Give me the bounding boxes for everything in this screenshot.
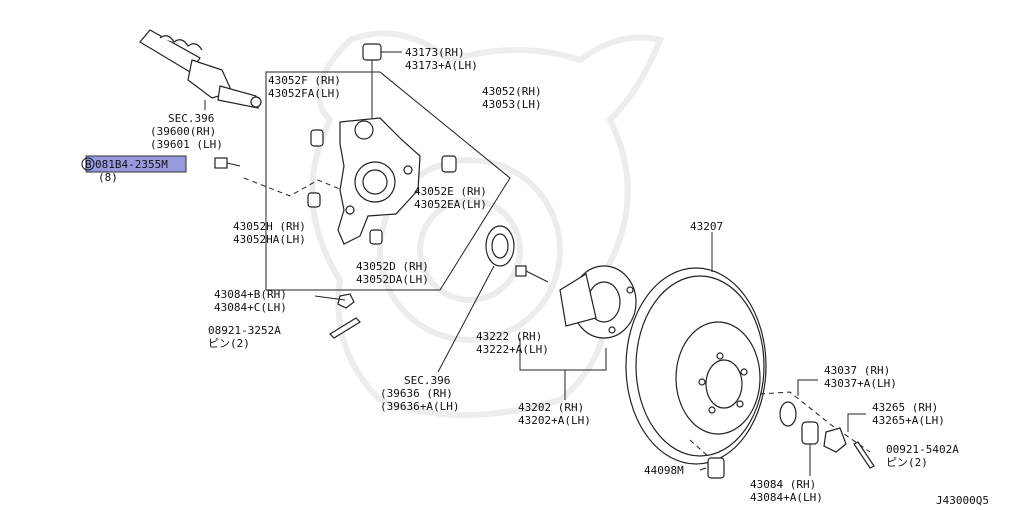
callout-43052f: 43052F (RH) 43052FA(LH) bbox=[268, 74, 341, 100]
cap-icon bbox=[362, 43, 402, 118]
callout-44098m: 44098M bbox=[644, 464, 684, 477]
dashed-guide bbox=[689, 439, 711, 459]
svg-text:43052EA(LH): 43052EA(LH) bbox=[414, 198, 487, 211]
nut-icon bbox=[337, 293, 355, 309]
svg-text:43037+A(LH): 43037+A(LH) bbox=[824, 377, 897, 390]
brake-rotor-icon bbox=[625, 267, 767, 465]
leader-line bbox=[314, 295, 346, 301]
svg-text:43222 (RH): 43222 (RH) bbox=[476, 330, 542, 343]
diagram-code: J43000Q5 bbox=[936, 494, 989, 507]
callout-08921: 08921-3252A ピン(2) bbox=[208, 324, 281, 350]
dashed-guide bbox=[243, 177, 343, 197]
cotter-pin-icon bbox=[329, 317, 361, 339]
knuckle-group-outline bbox=[265, 71, 511, 291]
svg-text:43084+B(RH): 43084+B(RH) bbox=[214, 288, 287, 301]
svg-text:43052HA(LH): 43052HA(LH) bbox=[233, 233, 306, 246]
svg-text:43173+A(LH): 43173+A(LH) bbox=[405, 59, 478, 72]
callout-sec396-b: SEC.396 (39636 (RH) (39636+A(LH) bbox=[380, 374, 459, 413]
hub-bearing-icon bbox=[559, 265, 637, 339]
svg-text:(8): (8) bbox=[98, 171, 118, 184]
svg-text:43084+C(LH): 43084+C(LH) bbox=[214, 301, 287, 314]
svg-text:43202+A(LH): 43202+A(LH) bbox=[518, 414, 591, 427]
callout-43052d: 43052D (RH) 43052DA(LH) bbox=[356, 260, 429, 286]
svg-text:43084+A(LH): 43084+A(LH) bbox=[750, 491, 823, 504]
leader-line bbox=[699, 467, 707, 471]
svg-text:44098M: 44098M bbox=[644, 464, 684, 477]
callout-43052: 43052(RH) 43053(LH) bbox=[482, 85, 542, 111]
callout-43173: 43173(RH) 43173+A(LH) bbox=[405, 46, 478, 72]
svg-text:43053(LH): 43053(LH) bbox=[482, 98, 542, 111]
svg-text:43265+A(LH): 43265+A(LH) bbox=[872, 414, 945, 427]
callout-43202: 43202 (RH) 43202+A(LH) bbox=[518, 401, 591, 427]
bracket-line bbox=[519, 338, 607, 371]
svg-text:43173(RH): 43173(RH) bbox=[405, 46, 465, 59]
svg-text:43052D (RH): 43052D (RH) bbox=[356, 260, 429, 273]
callout-43207: 43207 bbox=[690, 220, 723, 233]
callout-43222: 43222 (RH) 43222+A(LH) bbox=[476, 330, 549, 356]
svg-text:ピン(2): ピン(2) bbox=[886, 456, 928, 469]
svg-text:08921-3252A: 08921-3252A bbox=[208, 324, 281, 337]
callout-sec396-a: SEC.396 (39600(RH) (39601 (LH) bbox=[150, 112, 223, 151]
leader-line bbox=[847, 413, 866, 432]
svg-text:43084 (RH): 43084 (RH) bbox=[750, 478, 816, 491]
callout-00921: 00921-5402A ピン(2) bbox=[886, 443, 959, 469]
svg-text:43052E (RH): 43052E (RH) bbox=[414, 185, 487, 198]
callout-43052e: 43052E (RH) 43052EA(LH) bbox=[414, 185, 487, 211]
svg-text:ピン(2): ピン(2) bbox=[208, 337, 250, 350]
bolt-icon bbox=[214, 157, 241, 169]
svg-text:43202 (RH): 43202 (RH) bbox=[518, 401, 584, 414]
callout-43037: 43037 (RH) 43037+A(LH) bbox=[824, 364, 897, 390]
svg-text:43052H (RH): 43052H (RH) bbox=[233, 220, 306, 233]
callout-43052h: 43052H (RH) 43052HA(LH) bbox=[233, 220, 306, 246]
svg-text:43052DA(LH): 43052DA(LH) bbox=[356, 273, 429, 286]
bushing-icon bbox=[707, 401, 847, 479]
svg-text:(39600(RH): (39600(RH) bbox=[150, 125, 216, 138]
dashed-guide bbox=[759, 391, 871, 453]
svg-text:43052FA(LH): 43052FA(LH) bbox=[268, 87, 341, 100]
leader-line bbox=[797, 379, 818, 396]
callout-43084b: 43084+B(RH) 43084+C(LH) bbox=[214, 288, 287, 314]
svg-text:(39636+A(LH): (39636+A(LH) bbox=[380, 400, 459, 413]
callout-43084: 43084 (RH) 43084+A(LH) bbox=[750, 478, 823, 504]
svg-text:SEC.396: SEC.396 bbox=[404, 374, 450, 387]
svg-text:43052(RH): 43052(RH) bbox=[482, 85, 542, 98]
svg-text:081B4-2355M: 081B4-2355M bbox=[95, 158, 168, 171]
svg-text:00921-5402A: 00921-5402A bbox=[886, 443, 959, 456]
svg-text:43052F (RH): 43052F (RH) bbox=[268, 74, 341, 87]
axle-ring-icon bbox=[485, 225, 515, 267]
knuckle-icon bbox=[337, 117, 421, 245]
svg-text:B: B bbox=[85, 158, 92, 171]
svg-text:43222+A(LH): 43222+A(LH) bbox=[476, 343, 549, 356]
bolt-icon bbox=[515, 265, 549, 283]
svg-text:(39601 (LH): (39601 (LH) bbox=[150, 138, 223, 151]
svg-text:43207: 43207 bbox=[690, 220, 723, 233]
leader-line bbox=[437, 265, 495, 373]
bushing-icon bbox=[307, 129, 457, 245]
svg-text:43037 (RH): 43037 (RH) bbox=[824, 364, 890, 377]
callout-43265: 43265 (RH) 43265+A(LH) bbox=[872, 401, 945, 427]
drive-shaft-icon bbox=[139, 29, 262, 109]
svg-text:43265 (RH): 43265 (RH) bbox=[872, 401, 938, 414]
svg-text:(39636 (RH): (39636 (RH) bbox=[380, 387, 453, 400]
cotter-pin-icon bbox=[853, 441, 875, 469]
callout-081b4: B 081B4-2355M (8) bbox=[81, 155, 187, 184]
highlight-box bbox=[85, 155, 187, 173]
svg-text:SEC.396: SEC.396 bbox=[168, 112, 214, 125]
